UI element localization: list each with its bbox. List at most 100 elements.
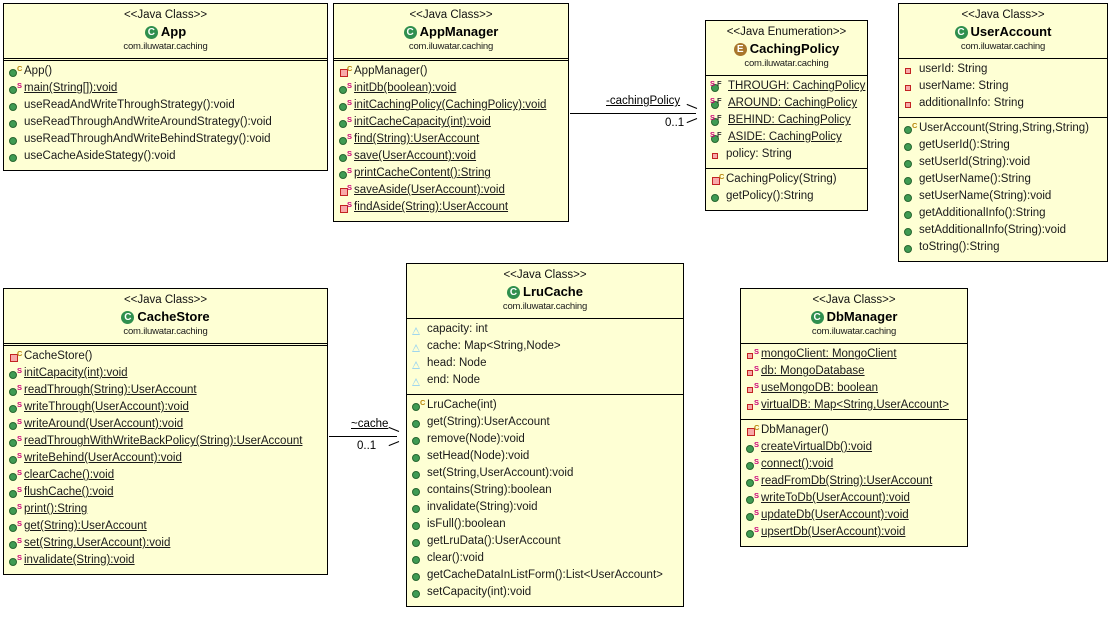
class-header-lrucache: <<Java Class>> C LruCache com.iluwatar.c…: [407, 264, 683, 318]
member-label: clearCache():void: [24, 469, 115, 482]
member-row[interactable]: useCacheAsideStategy():void: [6, 149, 325, 166]
member-row[interactable]: policy: String: [708, 147, 865, 164]
member-row[interactable]: additionalInfo: String: [901, 96, 1105, 113]
member-row[interactable]: useReadAndWriteThroughStrategy():void: [6, 98, 325, 115]
class-box-cachingpolicy[interactable]: <<Java Enumeration>> E CachingPolicy com…: [705, 20, 868, 211]
class-package: com.iluwatar.caching: [123, 326, 208, 338]
member-label: clear():void: [427, 552, 484, 565]
class-box-appmanager[interactable]: <<Java Class>> C AppManager com.iluwatar…: [333, 3, 569, 222]
member-row[interactable]: getLruData():UserAccount: [409, 534, 681, 551]
public-static-method-icon: S: [9, 435, 23, 448]
member-row[interactable]: toString():String: [901, 240, 1105, 257]
class-box-lrucache[interactable]: <<Java Class>> C LruCache com.iluwatar.c…: [406, 263, 684, 607]
member-label: policy: String: [726, 148, 792, 161]
member-row[interactable]: userId: String: [901, 62, 1105, 79]
member-row[interactable]: end: Node: [409, 373, 681, 390]
member-row[interactable]: setCapacity(int):void: [409, 585, 681, 602]
association-label: -cachingPolicy: [606, 95, 681, 107]
member-row[interactable]: getPolicy():String: [708, 189, 865, 206]
member-row[interactable]: getUserName():String: [901, 172, 1105, 189]
member-row[interactable]: setHead(Node):void: [409, 449, 681, 466]
member-row[interactable]: capacity: int: [409, 322, 681, 339]
public-method-icon: [904, 157, 918, 169]
member-row[interactable]: setAdditionalInfo(String):void: [901, 223, 1105, 240]
member-row[interactable]: remove(Node):void: [409, 432, 681, 449]
member-row[interactable]: isFull():boolean: [409, 517, 681, 534]
member-row[interactable]: getCacheDataInListForm():List<UserAccoun…: [409, 568, 681, 585]
public-method-icon: [412, 417, 426, 429]
member-row[interactable]: setUserName(String):void: [901, 189, 1105, 206]
class-box-dbmanager[interactable]: <<Java Class>> C DbManager com.iluwatar.…: [740, 288, 968, 547]
member-label: readThroughWithWriteBackPolicy(String):U…: [24, 435, 303, 448]
member-label: CachingPolicy(String): [726, 173, 837, 186]
private-static-method-icon: S: [339, 184, 353, 197]
member-row[interactable]: getAdditionalInfo():String: [901, 206, 1105, 223]
member-row[interactable]: useReadThroughAndWriteAroundStrategy():v…: [6, 115, 325, 132]
member-row[interactable]: useReadThroughAndWriteBehindStrategy():v…: [6, 132, 325, 149]
member-row[interactable]: invalidate(String):void: [409, 500, 681, 517]
member-row[interactable]: cache: Map<String,Node>: [409, 339, 681, 356]
public-static-method-icon: S: [9, 486, 23, 499]
member-label: getCacheDataInListForm():List<UserAccoun…: [427, 569, 663, 582]
class-box-useraccount[interactable]: <<Java Class>> C UserAccount com.iluwata…: [898, 3, 1108, 262]
class-box-app[interactable]: <<Java Class>> C App com.iluwatar.cachin…: [3, 3, 328, 171]
member-row[interactable]: set(String,UserAccount):void: [409, 466, 681, 483]
class-name: CachingPolicy: [749, 40, 840, 56]
member-label: writeAround(UserAccount):void: [24, 418, 184, 431]
class-box-cachestore[interactable]: <<Java Class>> C CacheStore com.iluwatar…: [3, 288, 328, 575]
member-row[interactable]: get(String):UserAccount: [409, 415, 681, 432]
member-row[interactable]: head: Node: [409, 356, 681, 373]
member-row[interactable]: userName: String: [901, 79, 1105, 96]
member-row[interactable]: getUserId():String: [901, 138, 1105, 155]
public-method-icon: [9, 100, 23, 112]
public-static-method-icon: S: [9, 82, 23, 95]
public-method-icon: [412, 553, 426, 565]
public-method-icon: [904, 208, 918, 220]
member-row[interactable]: contains(String):boolean: [409, 483, 681, 500]
member-row[interactable]: setUserId(String):void: [901, 155, 1105, 172]
member-row[interactable]: clear():void: [409, 551, 681, 568]
